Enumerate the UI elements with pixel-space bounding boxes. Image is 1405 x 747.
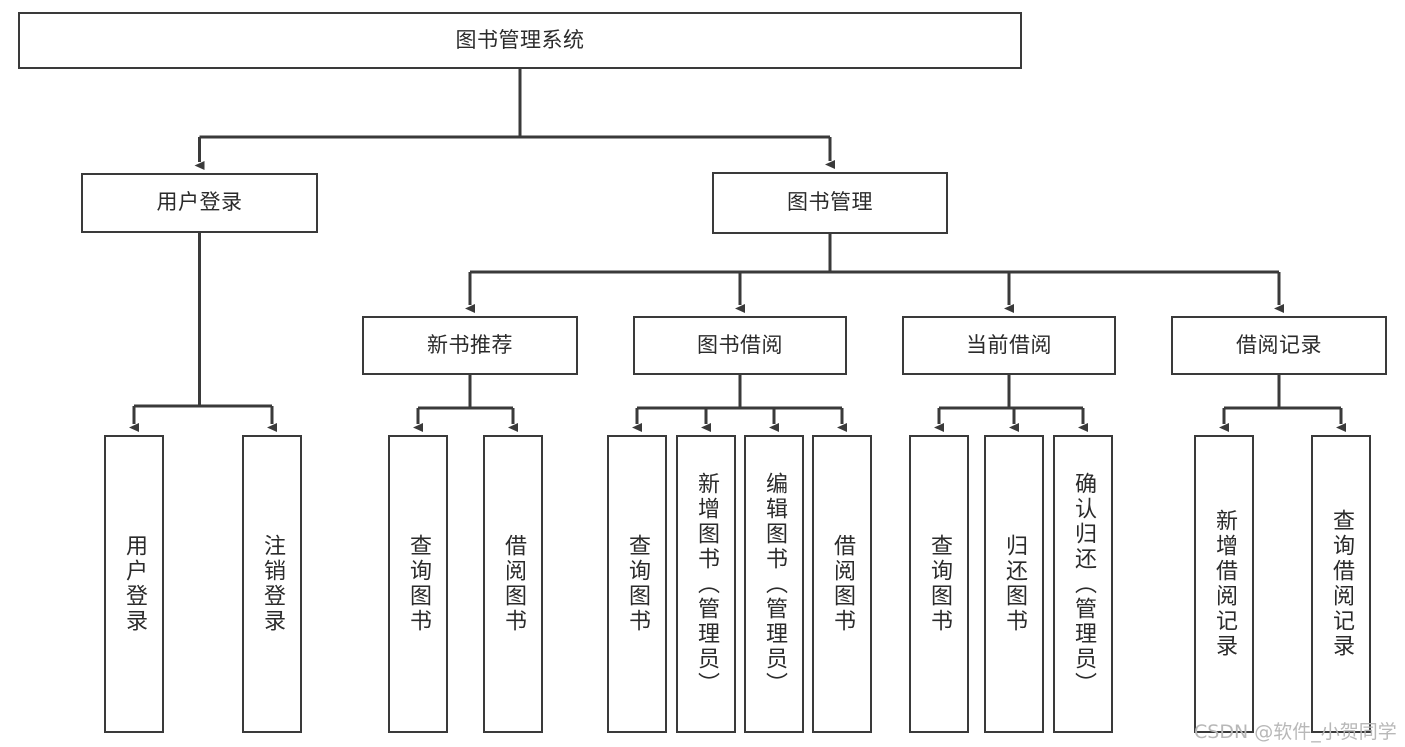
node-label: 借阅图书 — [830, 534, 855, 634]
node-root: 图书管理系统 — [18, 12, 1022, 69]
node-leaf-1: 用户登录 — [104, 435, 164, 733]
node-label: 确认归还（管理员） — [1071, 471, 1096, 697]
node-leaf-12: 新增借阅记录 — [1194, 435, 1254, 733]
node-leaf-9: 查询图书 — [909, 435, 969, 733]
node-l3-1: 新书推荐 — [362, 316, 578, 375]
node-label: 注销登录 — [260, 534, 285, 634]
node-label: 查询图书 — [625, 534, 650, 634]
node-l2-1: 用户登录 — [81, 173, 318, 233]
node-label: 新增图书（管理员） — [694, 471, 719, 697]
node-label: 归还图书 — [1002, 534, 1027, 634]
node-label: 图书管理系统 — [455, 27, 585, 52]
node-label: 查询图书 — [927, 534, 952, 634]
edge-group — [129, 69, 1346, 432]
node-leaf-4: 借阅图书 — [483, 435, 543, 733]
node-l3-3: 当前借阅 — [902, 316, 1116, 375]
node-label: 查询图书 — [406, 534, 431, 634]
node-leaf-10: 归还图书 — [984, 435, 1044, 733]
node-leaf-5: 查询图书 — [607, 435, 667, 733]
node-l2-2: 图书管理 — [712, 172, 948, 234]
node-label: 新增借阅记录 — [1212, 509, 1237, 659]
node-leaf-13: 查询借阅记录 — [1311, 435, 1371, 733]
node-label: 查询借阅记录 — [1329, 509, 1354, 659]
node-label: 借阅记录 — [1236, 332, 1322, 357]
node-leaf-3: 查询图书 — [388, 435, 448, 733]
node-leaf-11: 确认归还（管理员） — [1053, 435, 1113, 733]
node-label: 新书推荐 — [427, 332, 513, 357]
node-label: 用户登录 — [156, 190, 243, 215]
node-label: 图书借阅 — [697, 332, 783, 357]
node-leaf-7: 编辑图书（管理员） — [744, 435, 804, 733]
node-label: 用户登录 — [122, 534, 147, 634]
node-label: 编辑图书（管理员） — [762, 471, 787, 697]
node-l3-2: 图书借阅 — [633, 316, 847, 375]
node-leaf-2: 注销登录 — [242, 435, 302, 733]
node-leaf-8: 借阅图书 — [812, 435, 872, 733]
node-l3-4: 借阅记录 — [1171, 316, 1387, 375]
node-label: 图书管理 — [787, 190, 873, 215]
node-label: 当前借阅 — [966, 332, 1052, 357]
node-leaf-6: 新增图书（管理员） — [676, 435, 736, 733]
node-label: 借阅图书 — [501, 534, 526, 634]
